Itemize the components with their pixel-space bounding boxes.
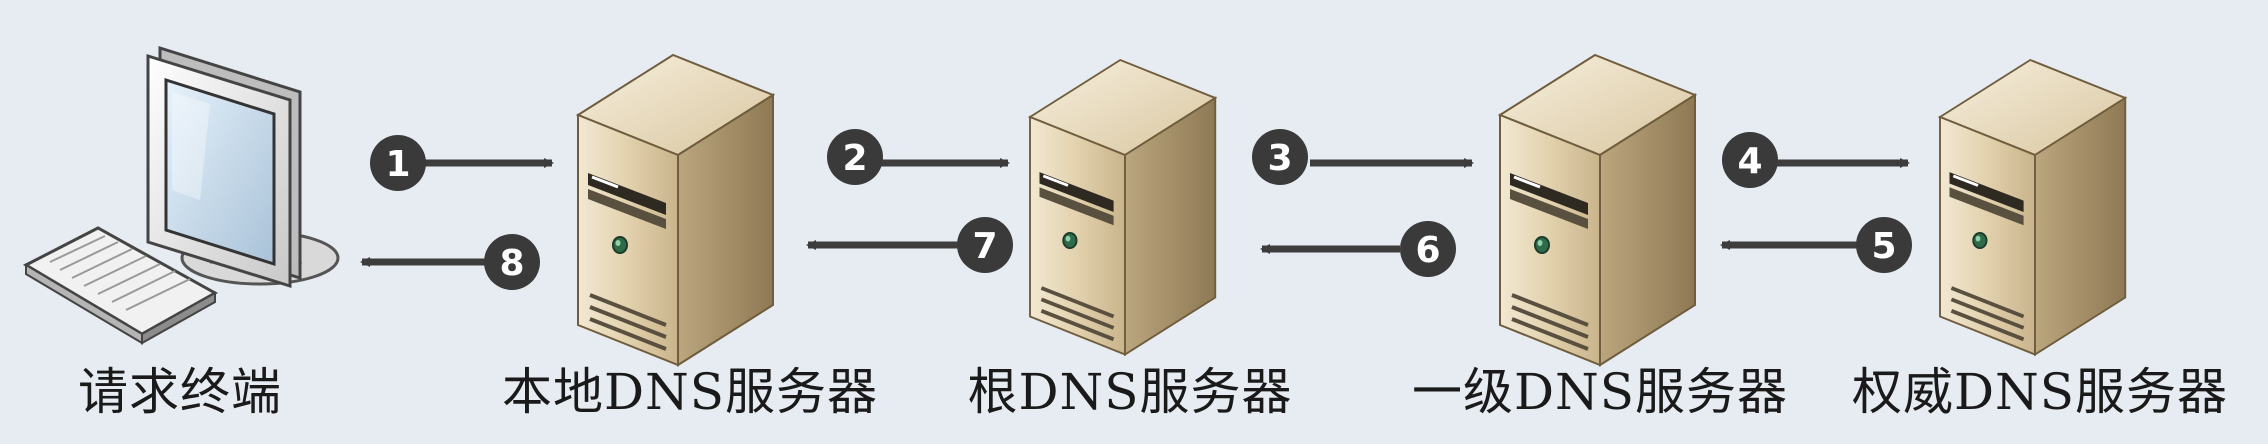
step-badge-2: 2	[827, 129, 883, 185]
step-number: 2	[842, 138, 867, 179]
tld-dns-server-icon	[1498, 53, 1697, 367]
step-badge-3: 3	[1252, 129, 1308, 185]
step-badge-1: 1	[370, 135, 426, 191]
step-badge-7: 7	[957, 217, 1013, 273]
node-label-local-dns: 本地DNS服务器	[501, 363, 879, 421]
step-badge-8: 8	[484, 234, 540, 290]
desktop-computer-icon	[22, 45, 340, 345]
auth-dns-server-icon	[1938, 58, 2128, 357]
step-number: 1	[385, 144, 410, 185]
node-label-root-dns: 根DNS服务器	[967, 363, 1293, 421]
step-number: 8	[499, 243, 524, 284]
step-number: 5	[1871, 226, 1896, 267]
node-label-auth-dns: 权威DNS服务器	[1851, 363, 2229, 421]
step-badge-6: 6	[1400, 221, 1456, 277]
node-label-tld-dns: 一级DNS服务器	[1411, 363, 1789, 421]
step-number: 7	[972, 226, 997, 267]
local-dns-server-icon	[576, 53, 775, 367]
step-badge-5: 5	[1856, 217, 1912, 273]
root-dns-server-icon	[1028, 58, 1218, 357]
node-label-terminal: 请求终端	[78, 363, 282, 421]
step-number: 6	[1415, 230, 1440, 271]
step-number: 3	[1267, 138, 1292, 179]
step-number: 4	[1737, 141, 1762, 182]
step-badge-4: 4	[1722, 132, 1778, 188]
